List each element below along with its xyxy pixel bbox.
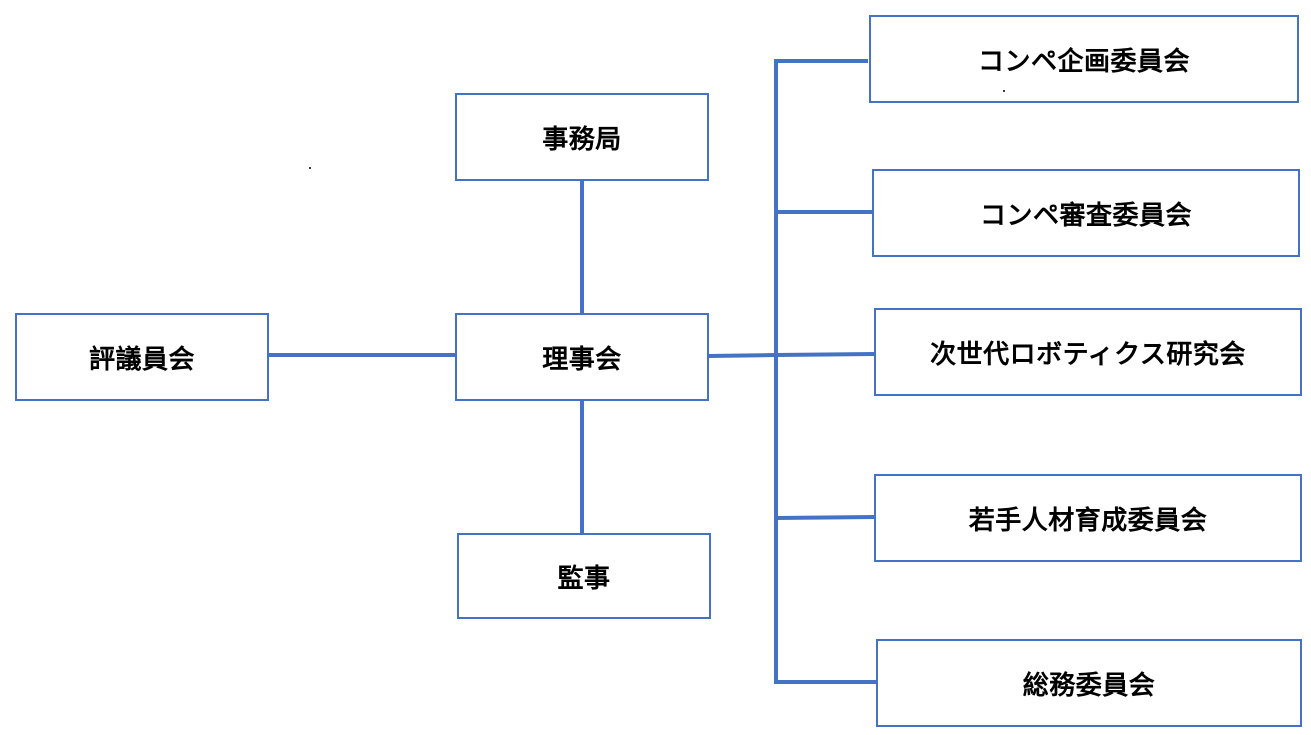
stray-dot	[309, 167, 311, 169]
competition-review-label: コンペ審査委員会	[979, 200, 1192, 231]
branch-next-gen-robotics	[775, 352, 876, 357]
competition-planning-label: コンペ企画委員会	[977, 46, 1190, 77]
auditor-label: 監事	[557, 563, 611, 594]
general-affairs-box: 総務委員会	[876, 639, 1302, 727]
secretariat-label: 事務局	[542, 124, 622, 155]
young-talent-label: 若手人材育成委員会	[968, 505, 1208, 536]
next-gen-robotics-box: 次世代ロボティクス研究会	[874, 308, 1302, 396]
stray-dot	[1003, 90, 1005, 92]
young-talent-box: 若手人材育成委員会	[874, 474, 1302, 562]
competition-review-box: コンペ審査委員会	[872, 169, 1300, 257]
board-label: 理事会	[542, 344, 622, 375]
general-affairs-label: 総務委員会	[1022, 670, 1156, 701]
secretariat-box: 事務局	[455, 93, 709, 181]
branch-young-talent	[775, 515, 876, 520]
council-box: 評議員会	[15, 313, 269, 401]
board-box: 理事会	[455, 313, 709, 401]
auditor-box: 監事	[457, 533, 711, 619]
board-trunk-connector	[707, 353, 777, 358]
council-label: 評議員会	[88, 344, 195, 375]
next-gen-robotics-label: 次世代ロボティクス研究会	[930, 339, 1246, 370]
competition-planning-box: コンペ企画委員会	[869, 15, 1299, 103]
